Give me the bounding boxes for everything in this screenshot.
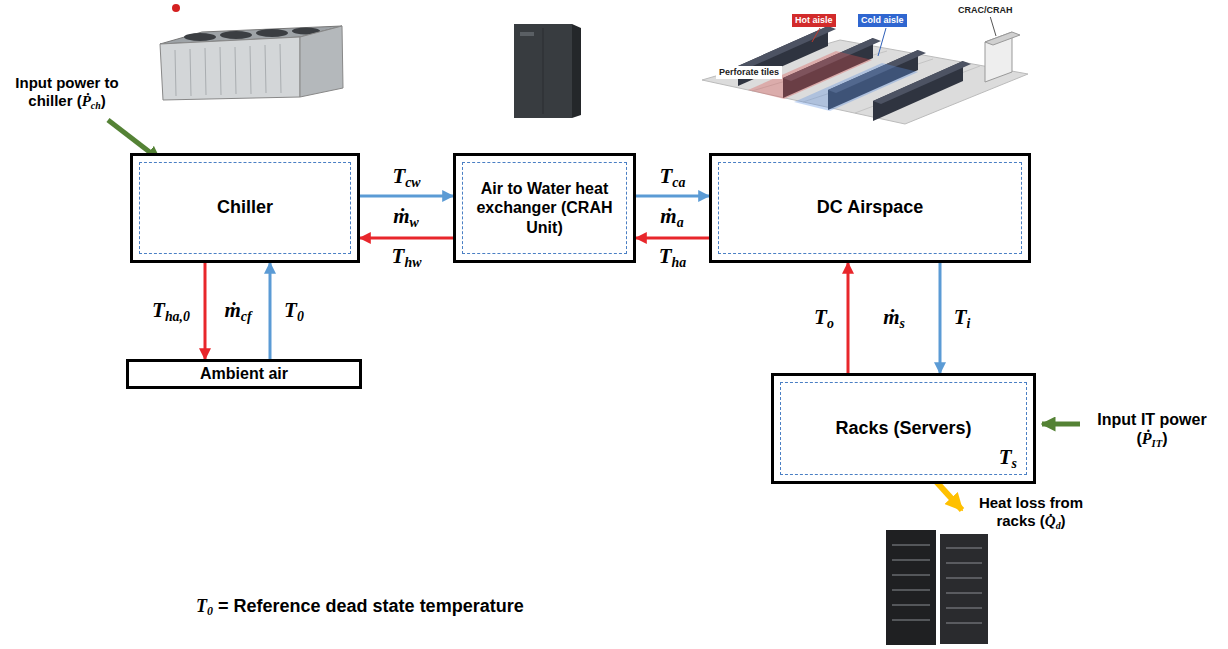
dead-state-note: T0 = Reference dead state temperature [196,596,524,619]
mass-flow-label: ṁcf [222,297,253,326]
variable-symbol: ṁ [660,204,676,228]
variable-symbol: T [659,244,672,268]
variable-symbol: T [954,305,967,329]
variable-symbol: Q̇ [1045,513,1056,529]
mass-flow-label: ṁs [881,304,907,333]
math-variable: (Q̇d) [1040,512,1066,529]
variable-subscript: 0 [297,309,304,324]
math-variable: Ts [999,445,1017,468]
variable-symbol: T [284,298,297,322]
temperature-label: Tca [658,164,688,190]
math-variable: Ti [954,305,971,328]
variable-symbol: T [392,164,405,188]
flow-arrow [636,237,709,240]
temperature-label: Tha,0 [150,298,192,324]
racks-box: Racks (Servers) Ts [771,373,1036,484]
picture-label: Perforate tiles [716,66,782,79]
math-variable: T0 [284,298,304,321]
variable-subscript: cf [241,309,252,324]
mass-flow-label: ṁa [658,203,685,232]
variable-subscript: i [966,316,970,331]
math-variable: ṁs [883,305,905,328]
flow-arrow [939,263,942,373]
variable-symbol: T [999,445,1012,469]
temperature-label: To [812,305,836,331]
variable-subscript: IT [1152,438,1163,449]
variable-symbol: T [814,305,827,329]
temperature-label: T0 [282,298,306,324]
flow-arrow [204,263,207,359]
variable-subscript: ha,0 [165,309,190,324]
math-variable: Tcw [392,164,420,187]
flow-arrow [360,195,453,198]
math-variable: Tha,0 [152,298,190,321]
airspace-box: DC Airspace [709,153,1031,263]
flow-arrow [360,237,453,240]
crah-box: Air to Water heat exchanger (CRAH Unit) [453,153,636,263]
variable-subscript: ch [91,100,101,111]
math-variable: Tca [660,164,686,187]
box-title: Air to Water heat exchanger (CRAH Unit) [472,179,617,237]
heat-loss-label: Heat loss from racks (Q̇d) [972,494,1090,532]
math-variable: ṁcf [224,298,251,321]
chiller-box: Chiller [130,153,360,263]
variable-symbol: T [660,164,673,188]
box-title: DC Airspace [817,197,923,219]
variable-subscript: ha [672,255,687,270]
temperature-label: Tcw [390,164,422,190]
variable-symbol: ṁ [393,204,409,228]
box-title: Chiller [217,197,273,219]
chiller-illustration [160,4,343,100]
variable-subscript: o [827,316,834,331]
math-variable: (ṖIT) [1137,430,1168,447]
variable-subscript: 0 [207,604,213,618]
server-rack-illustration [886,530,988,645]
variable-subscript: s [1012,455,1017,470]
power-input-label: Input IT power (ṖIT) [1084,410,1220,451]
ambient-box: Ambient air [126,359,362,389]
crah-illustration [514,24,581,118]
variable-subscript: ca [672,175,685,190]
math-variable: (Ṗch) [77,92,106,109]
temperature-label: Thw [390,244,424,270]
power-input-arrow [1042,422,1080,427]
variable-subscript: a [677,215,684,230]
math-variable: Thw [392,244,422,267]
math-variable: ṁa [660,204,683,227]
flow-arrow [636,195,709,198]
math-variable: ṁw [393,204,419,227]
variable-symbol: Ṗ [82,93,91,109]
flow-arrow [269,263,272,359]
picture-label: CRAC/CRAH [955,4,1016,17]
picture-label: Hot aisle [792,14,836,27]
box-title: Racks (Servers) [835,418,971,440]
variable-subscript: hw [404,255,421,270]
math-variable: To [814,305,834,328]
math-variable: Tha [659,244,686,267]
variable-symbol: T [196,596,207,616]
variable-subscript: cw [405,175,420,190]
box-title: Ambient air [200,364,288,383]
variable-subscript: w [410,215,419,230]
variable-subscript: d [1056,520,1061,531]
mass-flow-label: ṁw [391,203,421,232]
power-input-label: Input power to chiller (Ṗch) [4,74,130,112]
flow-arrow [847,263,850,373]
variable-symbol: ṁ [883,305,899,329]
variable-subscript: s [899,316,904,331]
temperature-label: Ti [952,305,973,331]
variable-symbol: T [152,298,165,322]
temperature-label: Ts [999,444,1017,473]
variable-symbol: T [392,244,405,268]
variable-symbol: Ṗ [1142,430,1152,447]
temperature-label: Tha [657,244,688,270]
math-variable: T0 [196,596,213,616]
picture-label: Cold aisle [858,14,907,27]
data-center-illustration [702,16,1028,124]
variable-symbol: ṁ [224,298,240,322]
